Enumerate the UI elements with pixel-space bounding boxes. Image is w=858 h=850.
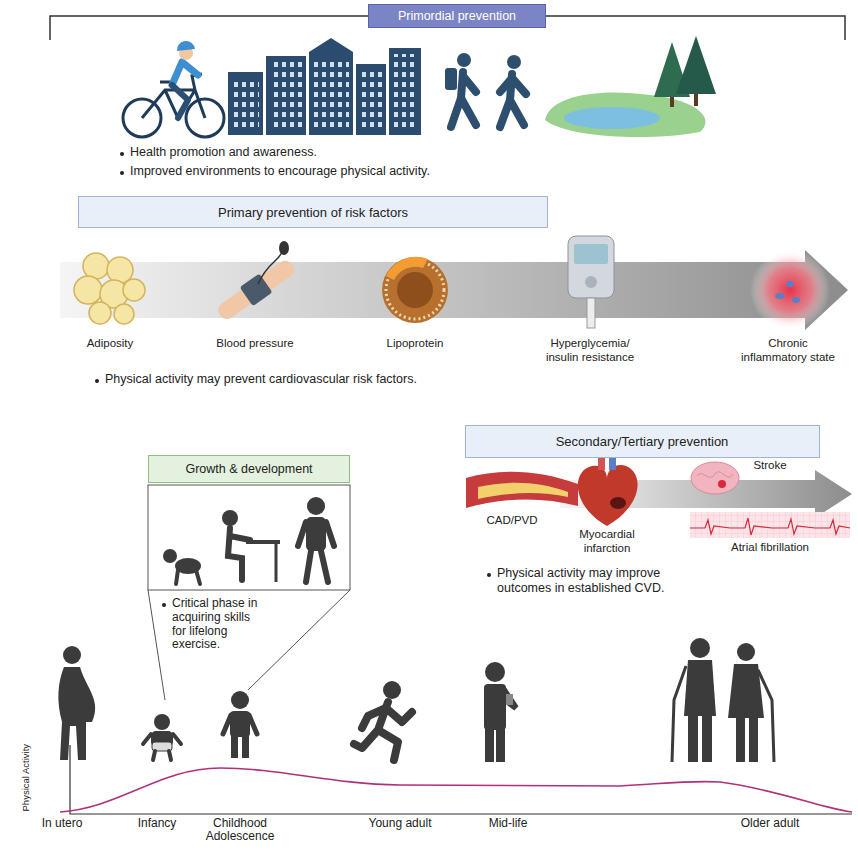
risk-factor-label: Blood pressure: [205, 337, 305, 351]
artery-icon: [466, 472, 578, 508]
axis-tick-label: Older adult: [725, 817, 815, 830]
bullet-dot: [162, 603, 166, 607]
heart-icon: [578, 454, 638, 526]
callout-text: Critical phase in acquiring skills for l…: [172, 597, 262, 652]
header-text: Primary prevention of risk factors: [218, 205, 408, 220]
hikers-icon: [445, 53, 526, 127]
risk-factor-label: Chronic inflammatory state: [734, 337, 842, 365]
progression-arrow: [60, 250, 848, 330]
activity-curve: [60, 768, 852, 812]
risk-factor-label: Adiposity: [70, 337, 150, 351]
header-text: Growth & development: [185, 462, 312, 476]
header-text: Primordial prevention: [398, 9, 516, 23]
callout-lines: [148, 590, 350, 700]
axis-tick-label: Mid-life: [473, 817, 543, 830]
bullet-dot: [487, 573, 491, 577]
bullet-text: Health promotion and awareness.: [130, 145, 550, 160]
brain-icon: [691, 462, 739, 494]
adiposity-icon: [74, 253, 145, 324]
life-stage-figures: [58, 638, 774, 762]
park-icon: [545, 36, 716, 137]
stage-header: Primary prevention of risk factors: [78, 196, 548, 228]
disease-label: CAD/PVD: [476, 514, 548, 528]
blood-pressure-icon: [213, 241, 298, 324]
axis-tick-label: Infancy: [127, 817, 187, 830]
bullet-text: Improved environments to encourage physi…: [130, 164, 590, 179]
header-text: Secondary/Tertiary prevention: [556, 434, 729, 449]
axis-tick-label: Childhood Adolescence: [198, 817, 282, 843]
ecg-strip: [690, 512, 850, 538]
stage-header: Primordial prevention: [368, 4, 546, 28]
glucometer-icon: [568, 236, 614, 328]
cyclist-icon: [123, 41, 224, 137]
axis-tick-label: In utero: [27, 817, 97, 830]
disease-label: Myocardial infarction: [566, 528, 648, 556]
children-icons: [163, 497, 334, 584]
bullet-dot: [95, 379, 99, 383]
phase-header: Growth & development: [148, 455, 350, 483]
bullet-dot: [120, 171, 124, 175]
bullet-text: Physical activity may improve outcomes i…: [497, 566, 702, 596]
inflammation-icon: [750, 250, 830, 330]
lipoprotein-icon: [382, 257, 448, 323]
axis-tick-label: Young adult: [355, 817, 445, 830]
bullet-dot: [120, 152, 124, 156]
stage-header: Secondary/Tertiary prevention: [465, 425, 820, 458]
city-icon: [228, 38, 421, 135]
disease-label: Stroke: [740, 459, 800, 473]
children-panel: [148, 485, 350, 590]
disease-label: Atrial fibrillation: [710, 541, 830, 555]
axis-title: Physical Activity: [20, 738, 31, 818]
chart-axes: [70, 745, 852, 814]
risk-factor-label: Hyperglycemia/ insulin resistance: [538, 337, 643, 365]
risk-factor-label: Lipoprotein: [370, 337, 460, 351]
bullet-text: Physical activity may prevent cardiovasc…: [105, 372, 625, 387]
